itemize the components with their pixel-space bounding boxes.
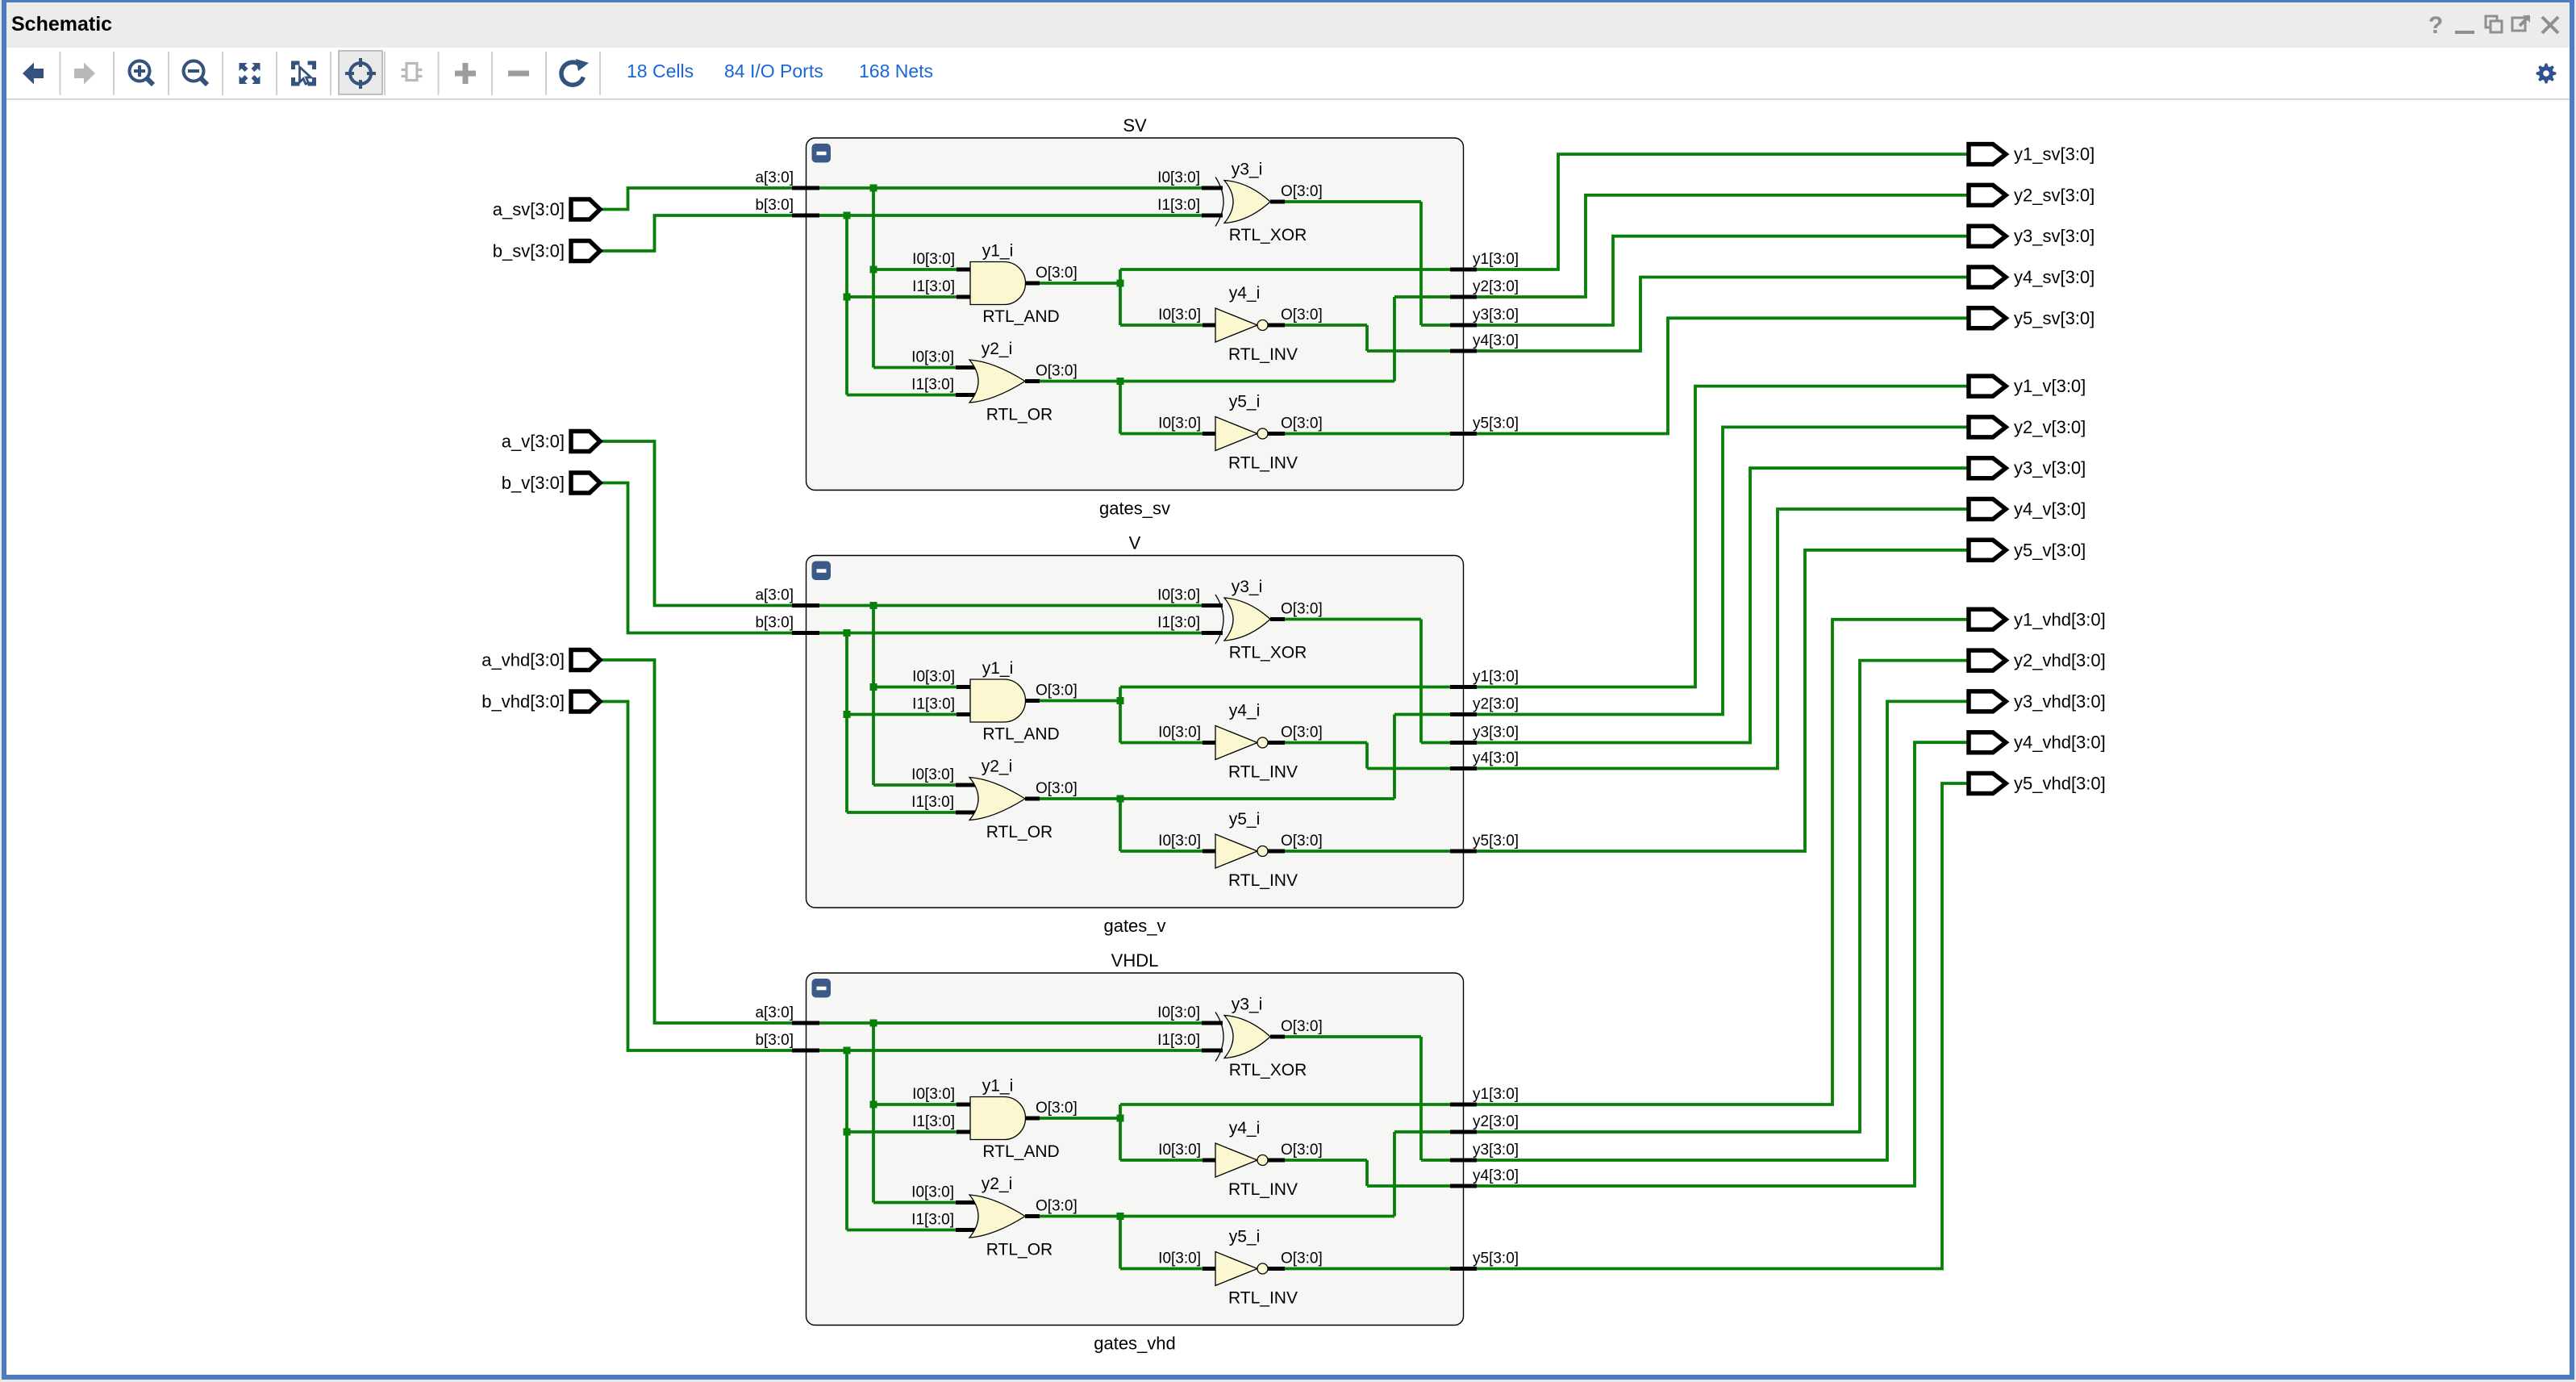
svg-text:?: ? bbox=[2428, 12, 2443, 39]
